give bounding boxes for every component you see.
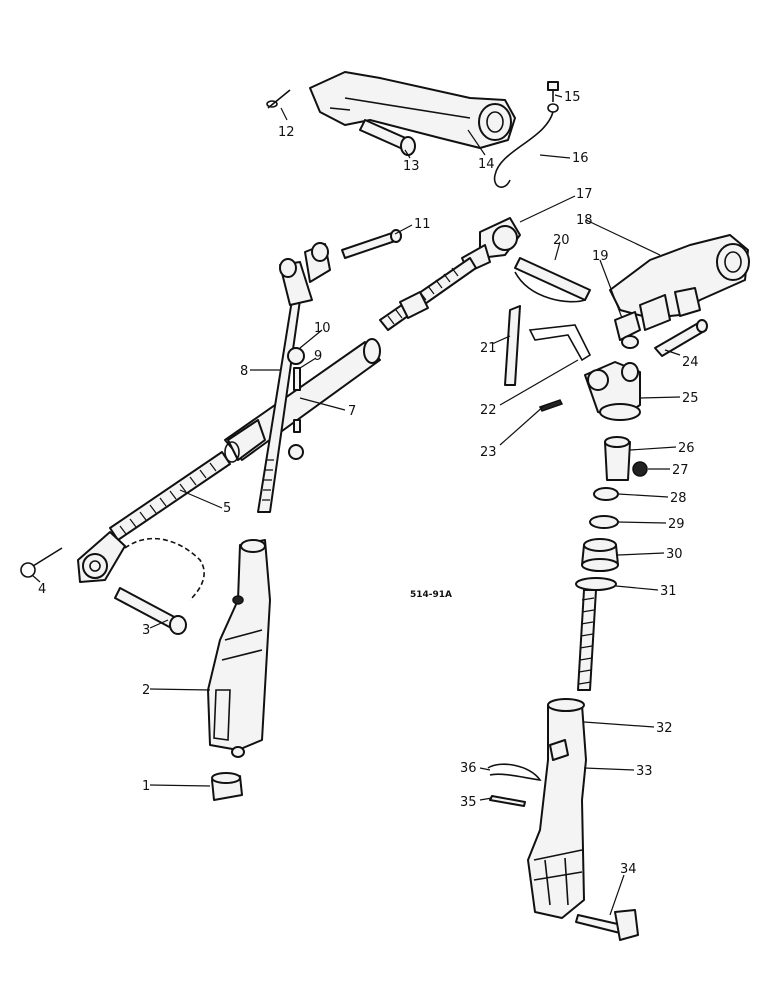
ball-10 [287,347,305,460]
callout-9: 9 [314,349,322,364]
spring-clip-36 [487,763,542,782]
plug-33 [549,739,569,761]
rod-21 [504,305,521,386]
callout-24: 24 [682,355,699,370]
lift-arm-14 [309,71,516,149]
nut-27 [632,461,648,477]
block-19 [614,311,641,349]
callout-18: 18 [576,213,593,228]
washer-28 [593,487,619,501]
washer-31 [575,577,617,591]
callout-8: 8 [240,364,248,379]
lift-rod-body-2 [207,539,271,758]
pin-9 [293,367,301,433]
callout-7: 7 [348,404,356,419]
callout-14: 14 [478,157,495,172]
chain [124,537,205,601]
yoke-25 [584,361,641,421]
retaining-wire-16 [493,111,554,188]
callout-36: 36 [460,761,477,776]
callout-3: 3 [142,623,150,638]
callout-25: 25 [682,391,699,406]
callout-11: 11 [414,217,431,232]
callout-23: 23 [480,445,497,460]
callout-27: 27 [672,463,689,478]
spacer-29 [589,515,619,529]
pin-23 [538,399,564,412]
bent-pin-22 [528,324,592,362]
threaded-shaft-5 [109,451,231,541]
levelling-body-32 [527,698,587,919]
pin-34 [575,909,639,941]
pin-13 [359,119,416,156]
callout-32: 32 [656,721,673,736]
reference-code: 514-91A [410,590,452,600]
pin-11 [341,229,402,259]
callout-35: 35 [460,795,477,810]
pin-3 [114,587,187,635]
threaded-rod [577,589,597,691]
callout-28: 28 [670,491,687,506]
callout-1: 1 [142,779,150,794]
callout-2: 2 [142,683,150,698]
pin-35 [489,795,526,807]
callout-13: 13 [403,159,420,174]
cotter-pin-12 [266,89,291,109]
callout-21: 21 [480,341,497,356]
top-link-eye-lower [77,531,126,583]
callout-5: 5 [223,501,231,516]
threaded-shaft-upper [379,257,477,331]
sleeve-26 [604,436,631,481]
bushing-1 [211,772,243,801]
callout-12: 12 [278,125,295,140]
callout-31: 31 [660,584,677,599]
callout-29: 29 [668,517,685,532]
bolt-15 [547,81,559,113]
callout-15: 15 [564,90,581,105]
callout-20: 20 [553,233,570,248]
link-20 [514,257,591,303]
callout-16: 16 [572,151,589,166]
leader-lines [31,94,681,916]
top-link-end-17 [461,217,521,273]
callout-33: 33 [636,764,653,779]
lift-arm-18 [609,234,750,331]
callout-4: 4 [38,582,46,597]
callout-17: 17 [576,187,593,202]
callout-22: 22 [480,403,497,418]
callout-34: 34 [620,862,637,877]
callout-26: 26 [678,441,695,456]
bevel-gear-30 [581,538,619,572]
linch-pin-4 [20,547,63,578]
bolt-24 [654,319,708,357]
callout-10: 10 [314,321,331,336]
top-link-tube-7 [224,338,381,463]
callout-19: 19 [592,249,609,264]
callout-30: 30 [666,547,683,562]
